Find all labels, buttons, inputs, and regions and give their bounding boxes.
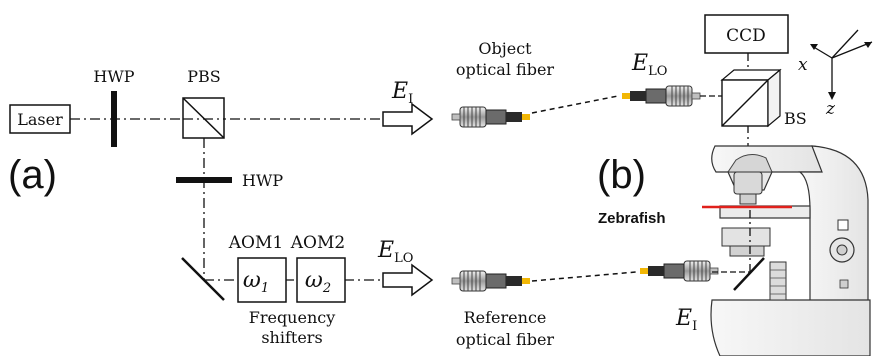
zebrafish-label: Zebrafish <box>598 210 666 227</box>
reference-fiber-output-connector <box>639 260 719 282</box>
arrow-ei-top: EI <box>382 79 434 136</box>
axis-x-label: x <box>798 55 808 75</box>
frequency-shifters-line2: shifters <box>261 328 322 347</box>
ccd-camera: CCD <box>704 14 789 54</box>
half-wave-plate-lower: HWP <box>176 171 283 190</box>
elo-lower-label: ELO <box>377 238 413 266</box>
aom2-label: AOM2 <box>290 233 345 253</box>
object-fiber-output-connector <box>621 85 701 107</box>
illumination-path <box>712 210 765 291</box>
omega1-symbol: ω1 <box>243 268 269 296</box>
ccd-label: CCD <box>726 26 766 46</box>
omega2-symbol: ω2 <box>305 268 331 296</box>
aom1-label: AOM1 <box>228 233 283 253</box>
reference-fiber: Reference optical fiber <box>451 260 719 349</box>
panel-b-label: (b) <box>597 153 646 197</box>
pbs-label: PBS <box>187 67 220 86</box>
hwp-lower-label: HWP <box>242 171 283 190</box>
frequency-shifters-line1: Frequency <box>249 308 336 327</box>
half-wave-plate-top: HWP <box>93 67 135 147</box>
microscope-body <box>710 145 871 356</box>
laser-source: Laser <box>9 104 71 134</box>
elo-right-label: ELO <box>631 51 667 79</box>
object-fiber-line1: Object <box>478 39 532 58</box>
aom1-block: AOM1 ω1 <box>228 233 287 303</box>
object-fiber-line2: optical fiber <box>456 60 555 79</box>
object-fiber: Object optical fiber <box>451 39 701 128</box>
axis-z-label: z <box>825 99 836 119</box>
microscope-mirror <box>733 257 765 291</box>
reference-fiber-input-connector <box>451 270 531 292</box>
reference-fiber-line2: optical fiber <box>456 330 555 349</box>
polarizing-beam-splitter: PBS <box>182 67 225 139</box>
beam-splitter-cube: BS <box>700 68 807 128</box>
mirror-lower-left <box>181 257 225 301</box>
ei-right-label: EI <box>675 306 697 334</box>
object-fiber-input-connector <box>451 106 531 128</box>
ei-top-label: EI <box>391 79 413 107</box>
panel-a-label: (a) <box>8 153 57 197</box>
bs-label: BS <box>784 109 807 128</box>
hwp-top-label: HWP <box>93 67 134 86</box>
aom2-block: AOM2 ω2 <box>290 233 346 303</box>
zebrafish-sample: Zebrafish <box>598 205 792 227</box>
reference-fiber-line1: Reference <box>464 308 547 327</box>
coordinate-axes: x z <box>798 29 873 119</box>
laser-label: Laser <box>17 110 63 129</box>
arrow-elo-lower: ELO <box>377 238 434 297</box>
